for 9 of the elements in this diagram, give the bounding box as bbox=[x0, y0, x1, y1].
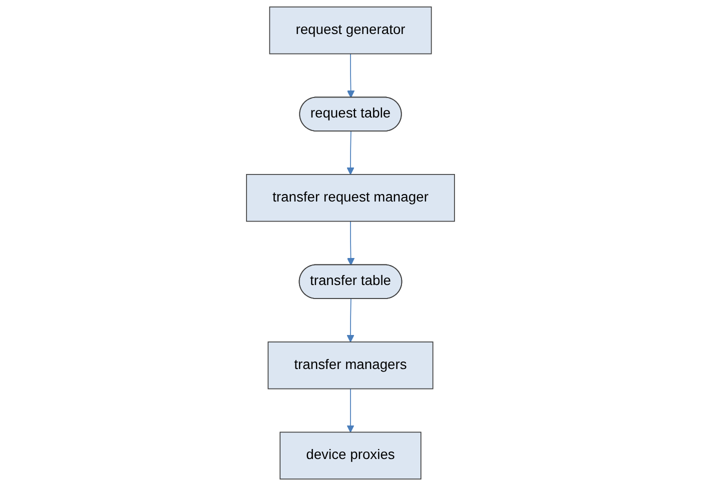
arrow bbox=[346, 131, 354, 175]
node-box: transfer managers bbox=[268, 342, 434, 390]
node-box: request generator bbox=[269, 6, 432, 54]
arrow bbox=[346, 220, 355, 266]
node-box: transfer request manager bbox=[246, 174, 455, 222]
arrow bbox=[346, 53, 355, 98]
node-box: device proxies bbox=[280, 432, 422, 480]
arrow bbox=[346, 298, 354, 342]
arrow bbox=[346, 388, 354, 433]
